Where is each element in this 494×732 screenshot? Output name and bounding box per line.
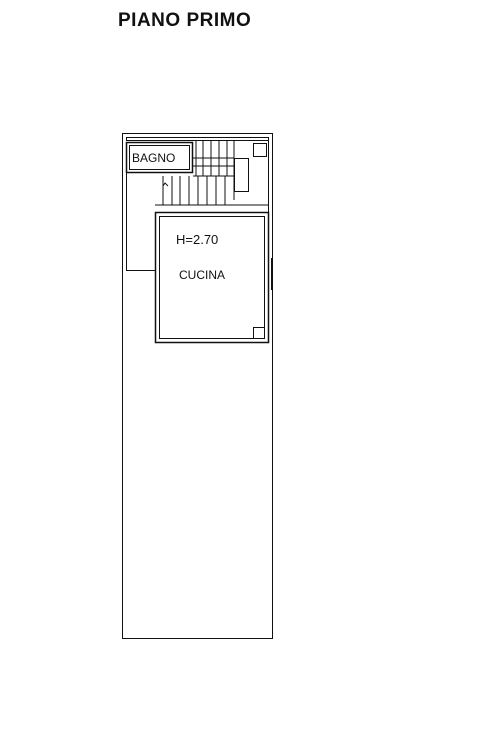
cucina-room-inner <box>159 216 265 339</box>
outer-wall <box>122 133 273 639</box>
bagno-room-inner <box>129 145 190 170</box>
shaft-square <box>253 143 267 157</box>
floor-title: PIANO PRIMO <box>118 10 252 31</box>
height-label: H=2.70 <box>176 232 218 247</box>
bagno-room <box>125 141 194 174</box>
top-wall-inner <box>126 137 269 141</box>
staircase <box>155 140 268 206</box>
cucina-label: CUCINA <box>179 268 225 282</box>
cucina-room <box>154 211 270 344</box>
kitchen-corner-square <box>253 327 265 339</box>
bagno-label: BAGNO <box>132 151 175 165</box>
